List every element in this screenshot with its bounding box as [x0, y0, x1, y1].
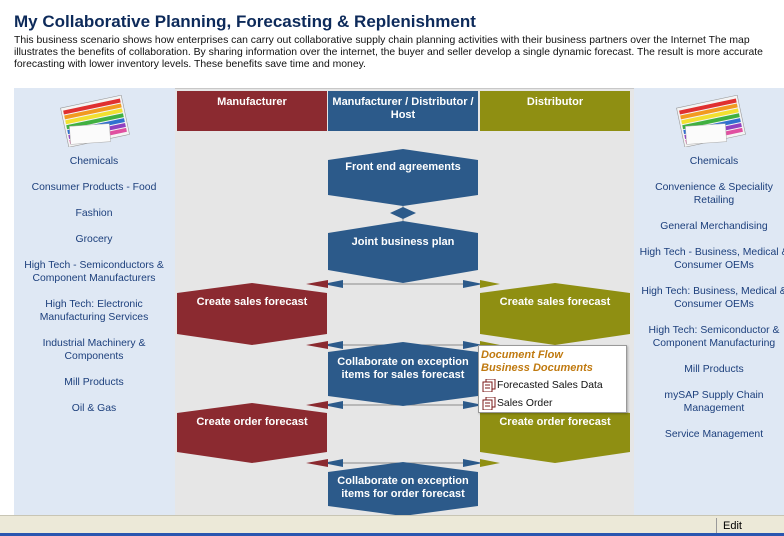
status-mode: Edit [716, 518, 784, 534]
connector-arrow [480, 280, 500, 288]
right-industry-mysap-scm[interactable]: mySAP Supply Chain Management [664, 390, 764, 414]
right-industry-high-tech-oems-2[interactable]: High Tech: Business, Medical & Consumer … [641, 286, 784, 310]
connector-arrow [306, 341, 328, 349]
left-industry-high-tech-ems[interactable]: High Tech: Electronic Manufacturing Serv… [39, 299, 149, 323]
step-manufacturer-order-forecast[interactable] [177, 403, 327, 463]
page-title: My Collaborative Planning, Forecasting &… [14, 12, 476, 31]
right-industry-high-tech-semiconductor[interactable]: High Tech: Semiconductor & Component Man… [648, 325, 780, 349]
connector-arrow [323, 341, 343, 349]
left-industry-industrial-machinery[interactable]: Industrial Machinery & Components [42, 338, 146, 362]
popup-title-document-flow: Document Flow [481, 349, 563, 361]
document-row-forecasted-sales-data[interactable]: Forecasted Sales Data [482, 379, 603, 392]
left-industry-oil-gas[interactable]: Oil & Gas [71, 403, 117, 414]
right-industry-high-tech-oems-1[interactable]: High Tech - Business, Medical & Consumer… [639, 247, 784, 271]
left-industry-chemicals[interactable]: Chemicals [69, 156, 119, 167]
step-joint-business-plan-label: Joint business plan [351, 236, 455, 248]
step-distributor-sales-forecast-label: Create sales forecast [499, 296, 611, 308]
document-row-sales-order[interactable]: Sales Order [482, 397, 553, 410]
right-industry-service-management[interactable]: Service Management [664, 429, 764, 440]
connector-arrow [323, 401, 343, 409]
page-description: This business scenario shows how enterpr… [14, 35, 763, 71]
left-industry-mill-products[interactable]: Mill Products [64, 377, 124, 388]
connector-arrow [463, 401, 483, 409]
column-header-distributor: Distributor [480, 91, 630, 131]
step-collaborate-sales-forecast[interactable] [328, 342, 478, 406]
step-distributor-order-forecast-label: Create order forecast [499, 416, 611, 428]
document-icon [482, 397, 496, 410]
calendar-thumbnail-icon [676, 95, 746, 147]
status-bar: Edit [0, 515, 784, 536]
column-header-manufacturer: Manufacturer [177, 91, 327, 131]
step-distributor-sales-forecast[interactable] [480, 283, 630, 345]
step-collaborate-order-forecast-label: Collaborate on exception items for order… [337, 475, 469, 500]
step-manufacturer-sales-forecast-label: Create sales forecast [196, 296, 308, 308]
connector-arrow [306, 280, 328, 288]
connector-arrow [463, 280, 483, 288]
connector-arrow [463, 459, 483, 467]
right-industry-chemicals[interactable]: Chemicals [689, 156, 739, 167]
column-header-host: Manufacturer / Distributor / Host [328, 91, 478, 131]
right-industry-mill-products[interactable]: Mill Products [684, 364, 744, 375]
step-front-end-agreements[interactable] [328, 149, 478, 206]
left-industry-high-tech-semiconductors[interactable]: High Tech - Semiconductors & Component M… [24, 260, 164, 284]
document-label: Forecasted Sales Data [497, 380, 603, 391]
right-industry-general-merchandising[interactable]: General Merchandising [660, 221, 768, 232]
document-flow-popup: Document Flow Business Documents Forecas… [478, 345, 627, 413]
step-manufacturer-order-forecast-label: Create order forecast [196, 416, 308, 428]
right-industry-convenience-retailing[interactable]: Convenience & Speciality Retailing [655, 182, 773, 206]
connector-arrow [480, 459, 500, 467]
step-front-end-agreements-label: Front end agreements [345, 161, 461, 173]
left-industry-fashion[interactable]: Fashion [75, 208, 113, 219]
right-industry-panel [634, 88, 784, 515]
connector-arrow [306, 401, 328, 409]
step-distributor-order-forecast[interactable] [480, 403, 630, 463]
connector-arrow [463, 341, 483, 349]
calendar-thumbnail-icon [60, 95, 130, 147]
connector-arrow [323, 280, 343, 288]
step-manufacturer-sales-forecast[interactable] [177, 283, 327, 345]
step-collaborate-sales-forecast-label: Collaborate on exception items for sales… [337, 356, 469, 381]
document-icon [482, 379, 496, 392]
left-industry-consumer-products-food[interactable]: Consumer Products - Food [31, 182, 157, 193]
connector-arrow [306, 459, 328, 467]
step-joint-business-plan[interactable] [328, 221, 478, 283]
left-industry-panel [14, 88, 175, 515]
window-bottom-edge [0, 533, 784, 536]
left-industry-grocery[interactable]: Grocery [75, 234, 113, 245]
connector-arrow [323, 459, 343, 467]
step-collaborate-order-forecast[interactable] [328, 462, 478, 516]
document-label: Sales Order [497, 398, 553, 409]
popup-title-business-documents: Business Documents [481, 362, 593, 374]
connector-diamond [390, 207, 416, 219]
